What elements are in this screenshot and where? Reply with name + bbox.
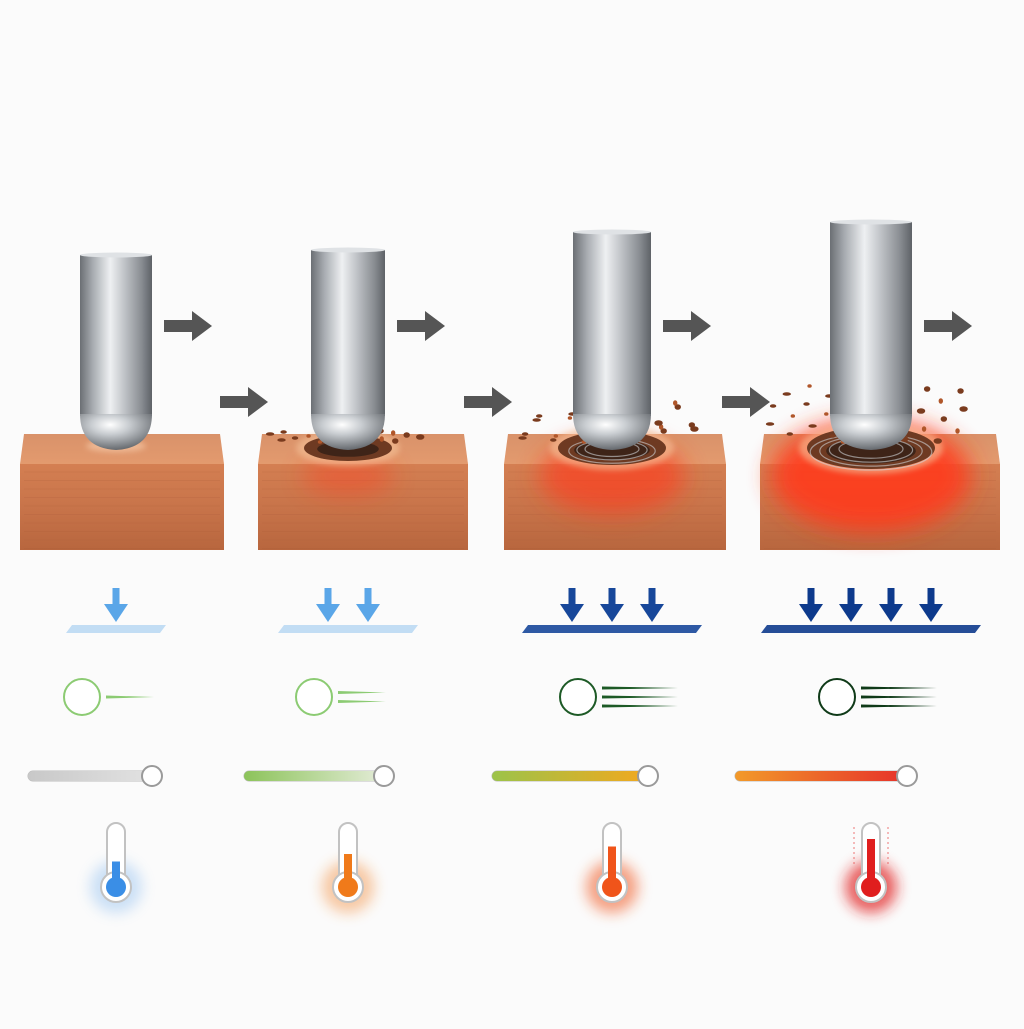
motion-arrow-icon xyxy=(924,311,972,341)
next-stage-arrow-icon xyxy=(464,387,512,417)
thermometer-icon xyxy=(322,822,374,913)
down-arrow-icon xyxy=(799,588,823,622)
slider-knob xyxy=(896,765,918,787)
speed-lines-icon xyxy=(559,678,678,716)
thermometer-icon xyxy=(90,822,142,913)
motion-arrow-icon xyxy=(663,311,711,341)
motion-arrow-icon xyxy=(164,311,212,341)
down-arrow-icon xyxy=(356,588,380,622)
steel-tool xyxy=(573,229,651,450)
thermometer-icon xyxy=(845,822,897,913)
next-stage-arrow-icon xyxy=(220,387,268,417)
steel-tool xyxy=(80,252,152,450)
speed-lines-icon xyxy=(818,678,937,716)
progress-slider xyxy=(243,765,395,787)
down-arrow-icon xyxy=(640,588,664,622)
motion-arrow-icon xyxy=(397,311,445,341)
progress-slider xyxy=(27,765,163,787)
load-indicator xyxy=(66,588,166,633)
stage-4 xyxy=(734,219,1000,913)
down-arrow-icon xyxy=(316,588,340,622)
thermometer-icon xyxy=(586,822,638,913)
progress-slider xyxy=(734,765,918,787)
stage-1 xyxy=(20,252,268,913)
down-arrow-icon xyxy=(839,588,863,622)
speed-lines-icon xyxy=(295,678,386,716)
speed-lines-icon xyxy=(63,678,154,716)
down-arrow-icon xyxy=(600,588,624,622)
steel-tool xyxy=(830,219,912,450)
steel-tool xyxy=(311,247,385,450)
load-indicator xyxy=(522,588,702,633)
load-indicator xyxy=(278,588,418,633)
slider-knob xyxy=(637,765,659,787)
load-indicator xyxy=(761,588,981,633)
down-arrow-icon xyxy=(919,588,943,622)
down-arrow-icon xyxy=(560,588,584,622)
down-arrow-icon xyxy=(104,588,128,622)
stage-2 xyxy=(243,247,512,913)
progress-slider xyxy=(491,765,659,787)
down-arrow-icon xyxy=(879,588,903,622)
slider-knob xyxy=(373,765,395,787)
slider-knob xyxy=(141,765,163,787)
stage-3 xyxy=(491,229,770,913)
next-stage-arrow-icon xyxy=(722,387,770,417)
heat-glow xyxy=(302,456,394,496)
